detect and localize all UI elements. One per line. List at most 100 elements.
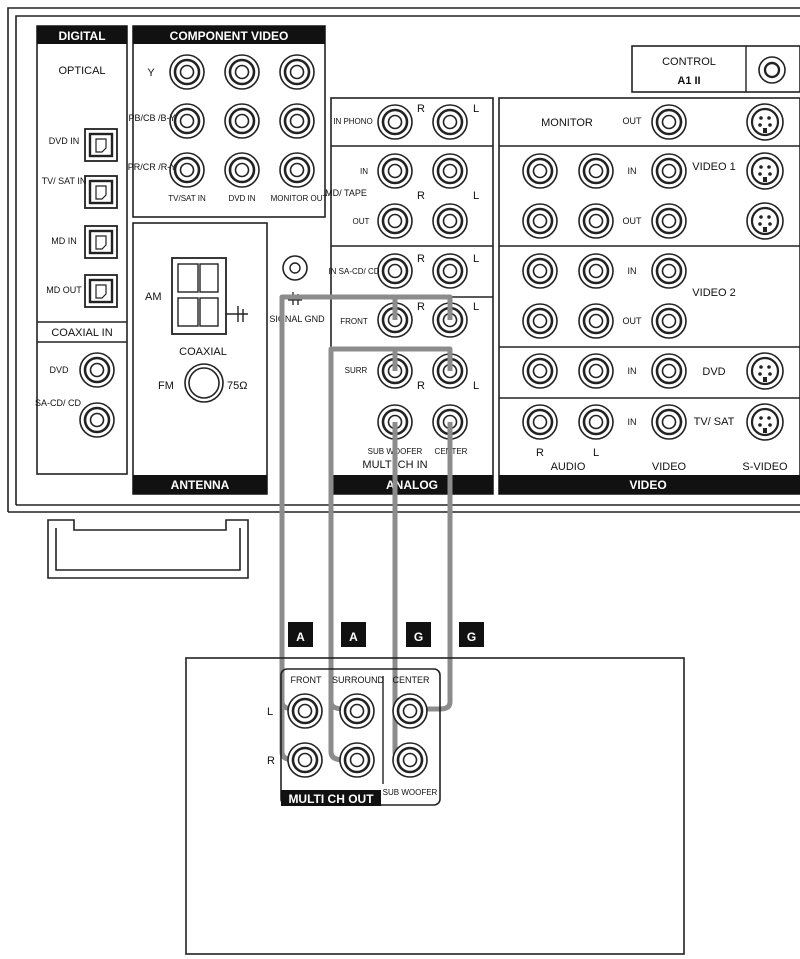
rca-jack-icon <box>650 103 688 141</box>
rca-jack-icon <box>521 352 559 390</box>
analog-label-in: IN <box>360 167 368 176</box>
rca-jack-icon <box>650 352 688 390</box>
control-sub-label: A1 II <box>677 75 700 87</box>
component-row-pr: PR/CR /R-Y <box>128 162 177 172</box>
coaxial-label-dvd: DVD <box>49 365 69 375</box>
rca-jack-icon <box>431 252 469 290</box>
player-r-label: R <box>267 755 275 767</box>
video-row-tvsat: TV/ SAT <box>694 416 735 428</box>
rca-jack-icon <box>650 403 688 441</box>
coaxial-label-sacd: SA-CD/ CD <box>35 398 82 408</box>
video-in: IN <box>628 266 637 276</box>
video-row-dvd: DVD <box>702 366 725 378</box>
s-video-jack-icon <box>745 351 785 391</box>
component-col-tvsat: TV/SAT IN <box>168 194 206 203</box>
video-col-video: VIDEO <box>652 461 687 473</box>
cable-label: A <box>296 630 305 644</box>
optical-jack-icon <box>83 174 119 210</box>
ground-icon <box>226 306 248 322</box>
rca-jack-icon <box>521 403 559 441</box>
analog-label-surr: SURR <box>345 366 368 375</box>
player-l-label: L <box>267 706 273 718</box>
video-in: IN <box>628 366 637 376</box>
optical-jack-icon <box>83 273 119 309</box>
analog-label-mdtape: MD/ TAPE <box>325 188 367 198</box>
player-surround-label: SURROUND <box>332 675 385 685</box>
rca-jack-icon <box>278 53 316 91</box>
analog-l: L <box>473 103 479 115</box>
rca-jack-icon <box>577 352 615 390</box>
player-center-label: CENTER <box>392 675 430 685</box>
video-r: R <box>536 447 544 459</box>
video-out: OUT <box>623 116 643 126</box>
component-row-y: Y <box>147 67 155 79</box>
optical-label-tvsat-in: TV/ SAT IN <box>42 176 87 186</box>
video-row-video2: VIDEO 2 <box>692 287 735 299</box>
rca-jack-icon <box>391 741 429 779</box>
analog-r: R <box>417 253 425 265</box>
rca-jack-icon <box>431 103 469 141</box>
optical-label: OPTICAL <box>58 65 105 77</box>
rca-jack-icon <box>521 152 559 190</box>
rca-jack-icon <box>223 53 261 91</box>
component-col-monitor: MONITOR OUT <box>271 194 328 203</box>
control-section: CONTROL A1 II <box>631 45 800 93</box>
receiver-rear-panel <box>7 7 800 579</box>
rca-jack-icon <box>223 102 261 140</box>
rca-jack-icon <box>650 152 688 190</box>
rca-jack-icon <box>650 202 688 240</box>
digital-section: DIGITAL OPTICAL DVD IN TV/ SAT IN MD IN … <box>35 25 128 475</box>
s-video-jack-icon <box>745 402 785 442</box>
fm-label: FM <box>158 380 174 392</box>
analog-l: L <box>473 253 479 265</box>
component-video-section: COMPONENT VIDEO Y PB/CB /B-Y PR/CR /R-Y … <box>128 25 328 218</box>
s-video-jack-icon <box>745 151 785 191</box>
analog-r: R <box>417 103 425 115</box>
rca-jack-icon <box>577 202 615 240</box>
analog-l: L <box>473 380 479 392</box>
rca-jack-icon <box>521 202 559 240</box>
analog-l: L <box>473 301 479 313</box>
optical-jack-icon <box>83 127 119 163</box>
analog-r: R <box>417 380 425 392</box>
ohm-label: 75Ω <box>227 380 247 392</box>
am-label: AM <box>145 291 162 303</box>
optical-label-dvd-in: DVD IN <box>49 136 80 146</box>
video-row-monitor: MONITOR <box>541 117 593 129</box>
rca-jack-icon <box>376 252 414 290</box>
analog-l: L <box>473 190 479 202</box>
analog-label-sacd: IN SA-CD/ CD <box>328 267 379 276</box>
video-out: OUT <box>623 316 643 326</box>
analog-r: R <box>417 301 425 313</box>
rca-jack-icon <box>577 302 615 340</box>
optical-jack-icon <box>83 224 119 260</box>
rca-jack-icon <box>376 152 414 190</box>
signal-gnd-label: SIGNAL GND <box>269 314 325 324</box>
control-label: CONTROL <box>662 56 716 68</box>
component-video-header: COMPONENT VIDEO <box>170 29 289 43</box>
s-video-jack-icon <box>745 201 785 241</box>
video-col-svideo: S-VIDEO <box>742 461 788 473</box>
rca-jack-icon <box>376 202 414 240</box>
video-row-video1: VIDEO 1 <box>692 161 735 173</box>
video-section: VIDEO MONITOR VIDEO 1 VIDEO 2 DVD TV/ SA… <box>498 97 800 495</box>
digital-header: DIGITAL <box>58 29 105 43</box>
antenna-header: ANTENNA <box>171 478 230 492</box>
video-in: IN <box>628 166 637 176</box>
video-header: VIDEO <box>629 478 666 492</box>
cable-label: G <box>467 630 476 644</box>
cable-label: A <box>349 630 358 644</box>
video-l: L <box>593 447 599 459</box>
rca-jack-icon <box>278 151 316 189</box>
multichannel-player: FRONT SURROUND CENTER L R MULTI CH OUT S… <box>185 657 685 955</box>
optical-label-md-in: MD IN <box>51 236 77 246</box>
rca-jack-icon <box>521 302 559 340</box>
rca-jack-icon <box>431 202 469 240</box>
rca-jack-icon <box>286 692 324 730</box>
rca-jack-icon <box>521 252 559 290</box>
component-row-pb: PB/CB /B-Y <box>128 113 175 123</box>
rca-jack-icon <box>286 741 324 779</box>
video-out: OUT <box>623 216 643 226</box>
coaxial-antenna-label: COAXIAL <box>179 346 227 358</box>
rca-jack-icon <box>577 152 615 190</box>
